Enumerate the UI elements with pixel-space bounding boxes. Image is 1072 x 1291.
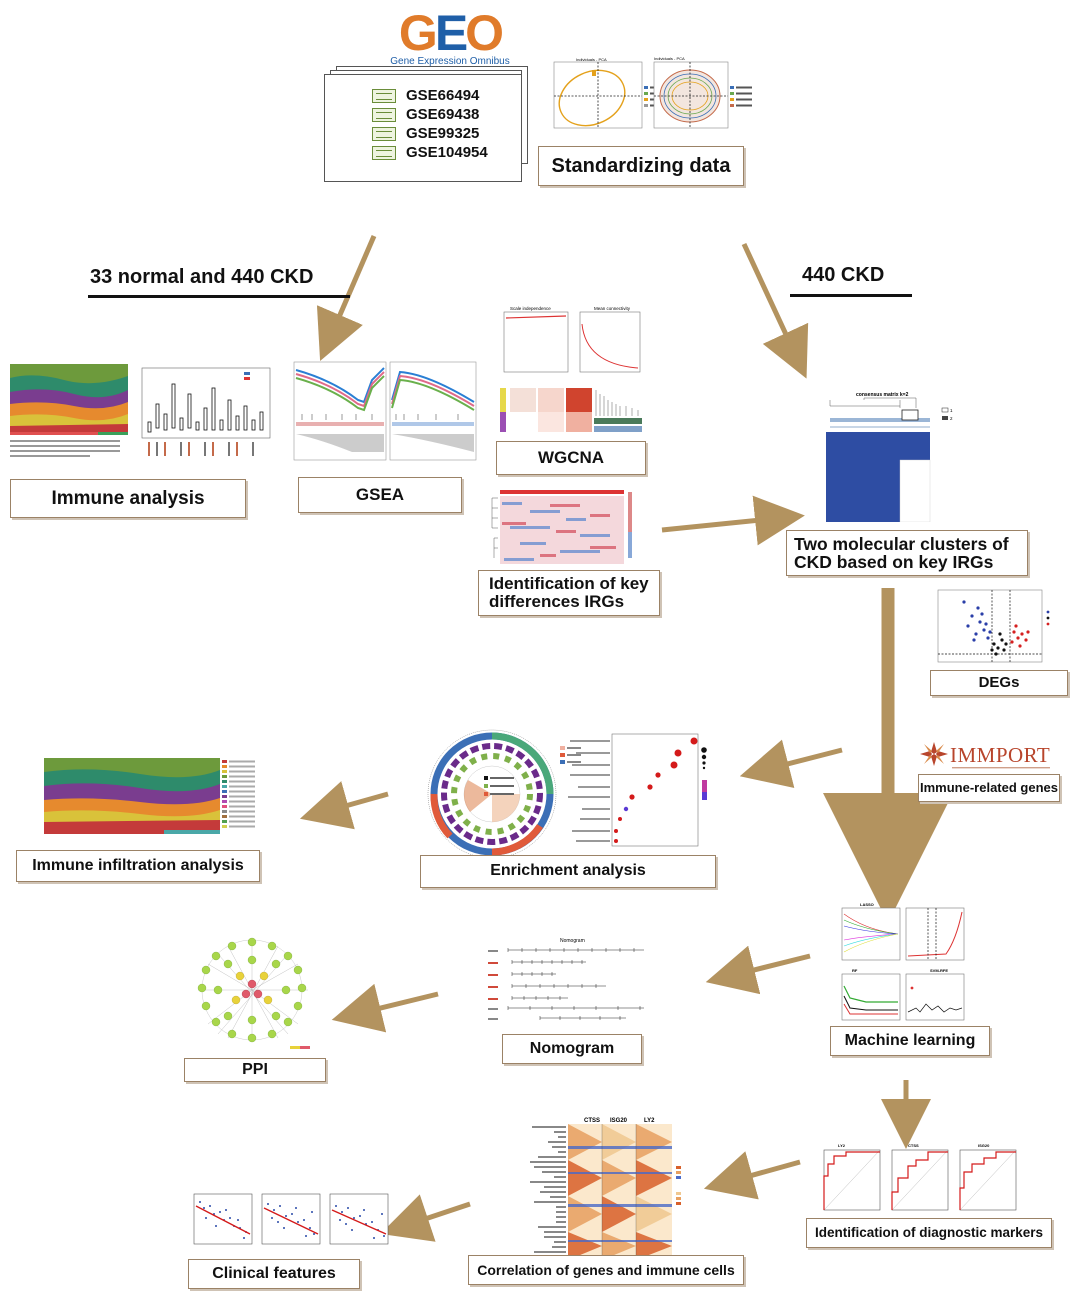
correlation-heatmap: CTSS ISG20 LY2 xyxy=(530,1118,681,1260)
geo-logo-mark: GEO xyxy=(398,5,504,61)
clusters-box: Two molecular clusters of CKD based on k… xyxy=(786,530,1028,576)
nomogram-box: Nomogram xyxy=(502,1034,642,1064)
nomogram-title: Nomogram xyxy=(560,938,585,944)
roc-title-2: CTSS xyxy=(908,1143,919,1148)
machine-learning-box: Machine learning xyxy=(830,1026,990,1056)
pca-title-2: Individuals - PCA xyxy=(654,56,685,61)
document-icon xyxy=(372,145,396,160)
mean-connectivity-title: Mean connectivity xyxy=(594,306,631,311)
arrow-to-correlation xyxy=(703,1151,801,1200)
wgcna-box: WGCNA xyxy=(496,441,646,475)
heading-underline xyxy=(88,295,350,298)
key-irgs-box: Identification of key differences IRGs xyxy=(478,570,660,616)
dataset-item: GSE69438 xyxy=(372,105,488,124)
heading-underline xyxy=(790,294,912,297)
rf-title: RF xyxy=(852,968,858,973)
wgcna-scale-plot: Scale independence Mean connectivity xyxy=(503,306,641,373)
dataset-stack-front xyxy=(324,74,522,182)
document-icon xyxy=(372,126,396,141)
heatmap-gene-2: ISG20 xyxy=(610,1118,628,1124)
enrichment-circos xyxy=(427,729,581,859)
heatmap-gene-1: CTSS xyxy=(584,1118,600,1124)
svm-rfe-title: SVM-RFE xyxy=(930,968,948,973)
enrichment-dot-plot xyxy=(568,733,707,847)
scale-independence-title: Scale independence xyxy=(510,306,551,311)
heatmap-gene-3: LY2 xyxy=(644,1118,655,1124)
arrow-to-clusters xyxy=(741,242,809,379)
gsea-box: GSEA xyxy=(298,477,462,513)
pca-plot-1: Individuals - PCA xyxy=(553,57,643,129)
clusters-line-2: CKD based on key IRGs xyxy=(794,552,994,572)
geo-logo: GEO Gene Expression Omnibus xyxy=(380,8,520,70)
clusters-line-1: Two molecular clusters of xyxy=(794,533,1009,554)
immune-infiltration-box: Immune infiltration analysis xyxy=(16,850,260,882)
arrow-to-nomogram xyxy=(705,945,811,995)
consensus-matrix: consensus matrix k=2 1 2 xyxy=(826,392,953,522)
roc-title-1: LY2 xyxy=(838,1143,846,1148)
nomogram-plot: Nomogram xyxy=(488,938,644,1020)
clinical-scatter-plots xyxy=(193,1193,389,1245)
ml-panels: LASSO RF SVM-RFE xyxy=(841,902,965,1021)
immport-tagline-bar xyxy=(952,767,1050,769)
enrichment-box: Enrichment analysis xyxy=(420,855,716,888)
arrow-to-clinical xyxy=(380,1194,471,1242)
lasso-title: LASSO xyxy=(860,902,874,907)
immune-box-plot xyxy=(141,367,271,456)
wgcna-module-heatmap xyxy=(500,388,642,432)
diagnostic-markers-box: Identification of diagnostic markers xyxy=(806,1218,1052,1248)
clinical-features-box: Clinical features xyxy=(188,1259,360,1289)
document-icon xyxy=(372,107,396,122)
arrow-irgs-to-clusters xyxy=(661,495,805,546)
standardizing-data-box: Standardizing data xyxy=(538,146,744,186)
immune-stacked-bar xyxy=(10,364,128,457)
roc-title-3: ISG20 xyxy=(978,1143,990,1148)
degs-volcano-plot xyxy=(937,589,1050,663)
immune-related-genes-box: Immune-related genes xyxy=(918,774,1060,802)
immport-logo-icon xyxy=(920,742,948,766)
roc-curves: LY2 CTSS ISG20 xyxy=(823,1143,1017,1211)
ppi-network xyxy=(197,937,310,1049)
irgs-heatmap xyxy=(491,490,632,564)
document-icon xyxy=(372,88,396,103)
consensus-title: consensus matrix k=2 xyxy=(856,392,909,398)
pca-plot-2: Individuals - PCA xyxy=(653,56,729,129)
svg-text:1: 1 xyxy=(950,408,953,413)
pca-plot-2-legend xyxy=(730,86,752,107)
immune-analysis-box: Immune analysis xyxy=(10,479,246,518)
ckd-heading: 440 CKD xyxy=(802,264,885,286)
dataset-item: GSE99325 xyxy=(372,124,488,143)
arrow-to-infiltration xyxy=(299,781,389,830)
key-irgs-line-1: Identification of key xyxy=(489,574,649,594)
geo-logo-subtitle: Gene Expression Omnibus xyxy=(390,56,510,67)
dataset-list: GSE66494 GSE69438 GSE99325 GSE104954 xyxy=(372,86,488,162)
key-irgs-line-2: differences IRGs xyxy=(489,592,625,611)
infiltration-stacked-bar xyxy=(44,758,255,834)
dataset-item: GSE66494 xyxy=(372,86,488,105)
degs-box: DEGs xyxy=(930,670,1068,696)
arrow-to-gsea xyxy=(316,235,377,361)
svg-text:2: 2 xyxy=(950,416,953,421)
ppi-box: PPI xyxy=(184,1058,326,1082)
correlation-box: Correlation of genes and immune cells xyxy=(468,1255,744,1285)
gsea-plot-2 xyxy=(389,361,477,461)
normal-ckd-heading: 33 normal and 440 CKD xyxy=(90,266,314,288)
immport-logo-text: IMMPORT xyxy=(950,743,1051,767)
gsea-plot-1 xyxy=(293,361,387,461)
arrow-to-enrichment xyxy=(739,739,843,789)
pca-title-1: Individuals - PCA xyxy=(576,57,607,62)
dataset-item: GSE104954 xyxy=(372,143,488,162)
arrow-to-ppi xyxy=(331,983,439,1033)
